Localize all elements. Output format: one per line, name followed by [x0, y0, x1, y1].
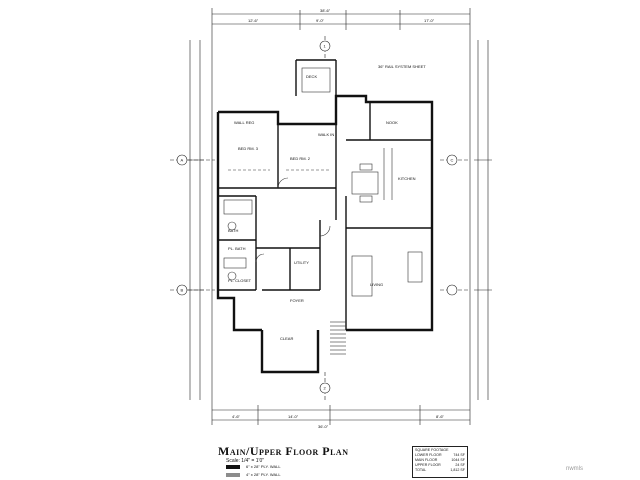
legend-item-exterior: 6" x 28" PLY. WALL: [226, 464, 281, 469]
room-label-bath: BATH: [228, 228, 238, 233]
room-label-pl-bath: PL. BATH: [228, 246, 246, 251]
room-label-foyer: FOYER: [290, 298, 304, 303]
room-label-bed3: BED RM. 3: [238, 146, 259, 151]
dim-bottom-3: 8'-6": [436, 414, 445, 419]
dimension-lines: [170, 8, 492, 425]
room-label-living: LIVING: [370, 282, 383, 287]
interior-walls: [218, 59, 432, 330]
dim-bottom-2: 14'-0": [288, 414, 299, 419]
room-label-bed2: BED RM. 2: [290, 156, 311, 161]
square-footage-heading: SQUARE FOOTAGE: [415, 448, 449, 452]
plan-notes: 36" RAIL SYSTEM SHEET WALL REG CLEAR: [234, 64, 426, 341]
room-label-walk-in: WALK IN: [318, 132, 334, 137]
dim-top-3: 17'-0": [424, 18, 435, 23]
room-label-kitchen: KITCHEN: [398, 176, 416, 181]
sf-value: 24 SF: [455, 463, 465, 467]
sf-label: UPPER FLOOR: [415, 463, 441, 467]
sf-row-lower: LOWER FLOOR 744 SF: [415, 453, 465, 458]
wall-reg-note: WALL REG: [234, 120, 254, 125]
grid-label-b: B: [181, 288, 184, 293]
dim-bottom-1: 4'-6": [232, 414, 241, 419]
dimension-labels: 38'-6" 12'-6" 9'-0" 17'-0" 4'-6" 36'-0" …: [232, 8, 445, 429]
room-label-nook: NOOK: [386, 120, 398, 125]
grid-markers: [176, 40, 458, 394]
fixture-details: [223, 67, 423, 355]
legend-swatch-interior: [226, 472, 240, 477]
legend-label-exterior: 6" x 28" PLY. WALL: [246, 464, 281, 469]
grid-label-c: C: [451, 158, 454, 163]
legend-swatch-exterior: [226, 464, 240, 469]
rail-note: 36" RAIL SYSTEM SHEET: [378, 64, 426, 69]
sf-label: TOTAL: [415, 468, 427, 472]
exterior-walls: [216, 94, 434, 374]
dim-top-2: 9'-0": [316, 18, 325, 23]
sf-label: MAIN FLOOR: [415, 458, 438, 462]
grid-marker-labels: A B C 1 2: [181, 44, 454, 391]
dim-overall-top: 38'-6": [320, 8, 331, 13]
clear-note: CLEAR: [280, 336, 293, 341]
sf-value: 744 SF: [453, 453, 465, 457]
sf-row-main: MAIN FLOOR 1044 SF: [415, 458, 465, 463]
grid-label-1: 1: [324, 44, 327, 49]
plan-scale: Scale: 1/4" = 1'0": [226, 458, 265, 464]
room-label-deck: DECK: [306, 74, 317, 79]
grid-label-a: A: [181, 158, 184, 163]
sf-row-upper: UPPER FLOOR 24 SF: [415, 463, 465, 468]
legend-label-interior: 4" x 28" PLY. WALL: [246, 472, 281, 477]
room-label-pl-closet: PL. CLOSET: [228, 278, 252, 283]
watermark: nwmls: [566, 466, 584, 472]
sf-label: LOWER FLOOR: [415, 453, 442, 457]
grid-label-2: 2: [324, 386, 327, 391]
dim-overall-bottom: 36'-0": [318, 424, 329, 429]
room-label-utility: UTILITY: [294, 260, 309, 265]
square-footage-table: SQUARE FOOTAGE LOWER FLOOR 744 SF MAIN F…: [412, 446, 468, 478]
room-labels: BED RM. 3 BED RM. 2 DECK NOOK KITCHEN LI…: [228, 74, 416, 303]
sf-value: 1,812 SF: [450, 468, 465, 472]
legend-item-interior: 4" x 28" PLY. WALL: [226, 472, 281, 477]
sf-row-total: TOTAL 1,812 SF: [415, 468, 465, 473]
sf-value: 1044 SF: [451, 458, 465, 462]
dim-top-1: 12'-6": [248, 18, 259, 23]
plan-title: Main/Upper Floor Plan: [218, 444, 349, 458]
